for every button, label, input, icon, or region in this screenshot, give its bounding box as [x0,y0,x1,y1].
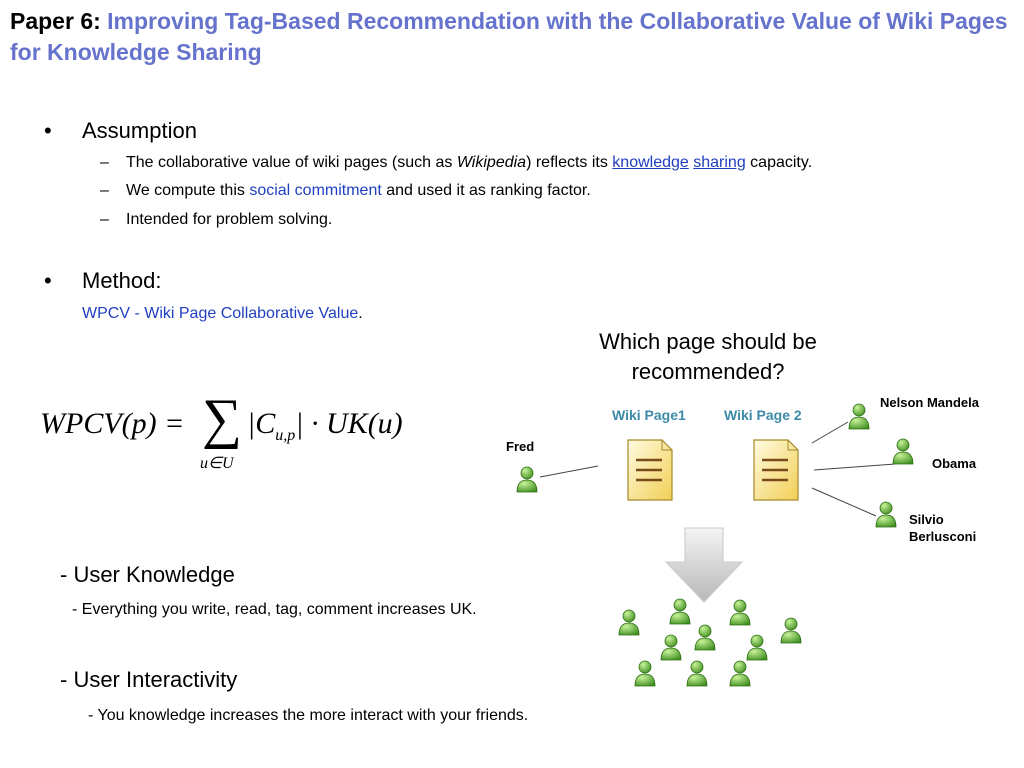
user-icon [729,660,751,687]
user-icon [746,634,768,661]
dash: – [100,211,109,228]
formula-term-end: | · UK(u) [295,407,403,440]
wiki-page1-label: Wiki Page1 [612,407,686,423]
user-icon [780,617,802,644]
text-segment: . [358,305,363,322]
user-fred-label: Fred [506,439,535,454]
down-arrow-icon [664,527,744,603]
formula-term: |Cu,p| · UK(u) [247,407,403,445]
user-icon [516,466,538,493]
user-icon [618,609,640,636]
text-segment: We compute this [126,182,250,199]
user-obama-label: Obama [932,456,977,471]
assumption-heading: Assumption [82,118,197,143]
user-knowledge-desc: - Everything you write, read, tag, comme… [72,601,477,618]
link-page2-obama [813,463,896,471]
user-interactivity-desc: - You knowledge increases the more inter… [88,707,529,724]
method-name-line: WPCV - Wiki Page Collaborative Value. [82,305,363,323]
bullet-dot: • [44,118,52,143]
user-icon [669,598,691,625]
text-segment: and used it as ranking factor. [381,182,591,199]
title-main: Improving Tag-Based Recommendation with … [10,8,1008,65]
user-icon [875,501,897,528]
user-icon [848,403,870,430]
diagram-question: Which page should be recommended? [599,329,817,384]
social-commitment-text: social commitment [249,182,382,199]
dash: – [100,182,109,199]
title-prefix: Paper 6: [10,8,101,34]
assumption-bullet-2: We compute this social commitment and us… [126,182,591,200]
sharing-link[interactable]: sharing [693,154,746,171]
assumption-bullet-1: The collaborative value of wiki pages (s… [126,154,812,172]
text-segment: The collaborative value of wiki pages (s… [126,154,457,171]
user-berlusconi-label-2: Berlusconi [909,529,977,544]
formula-term-head: |C [247,407,276,440]
method-heading: Method: [82,268,162,293]
bullet-dot: • [44,268,52,293]
formula-sum-sub: u∈U [200,455,234,472]
user-icon [694,624,716,651]
user-icon [686,660,708,687]
assumption-bullet-3: Intended for problem solving. [126,211,333,228]
user-icon [729,599,751,626]
user-icon [634,660,656,687]
user-icon [660,634,682,661]
link-fred-page1 [539,465,599,478]
text-segment: ) reflects its [526,154,613,171]
slide-title: Paper 6: Improving Tag-Based Recommendat… [10,6,1015,68]
knowledge-link[interactable]: knowledge [612,154,689,171]
wiki-page2-label: Wiki Page 2 [724,407,802,423]
wpcv-formula: WPCV(p) = ∑ u∈U |Cu,p| · UK(u) [40,388,440,475]
user-interactivity-heading: - User Interactivity [60,667,238,692]
dash: – [100,154,109,171]
formula-term-sub: u,p [275,427,296,444]
text-segment: capacity. [745,154,813,171]
wikipedia-italic: Wikipedia [456,154,527,171]
document-icon [627,439,673,501]
user-knowledge-heading: - User Knowledge [60,562,235,587]
user-berlusconi-label-1: Silvio [909,512,944,527]
link-page2-berlusconi [811,487,877,517]
user-icon [892,438,914,465]
link-page2-mandela [811,421,849,444]
formula-sum: ∑ [202,388,242,450]
method-name: WPCV - Wiki Page Collaborative Value [82,305,359,322]
document-icon [753,439,799,501]
user-mandela-label: Nelson Mandela [880,395,979,410]
formula-lhs: WPCV(p) = [40,407,185,440]
